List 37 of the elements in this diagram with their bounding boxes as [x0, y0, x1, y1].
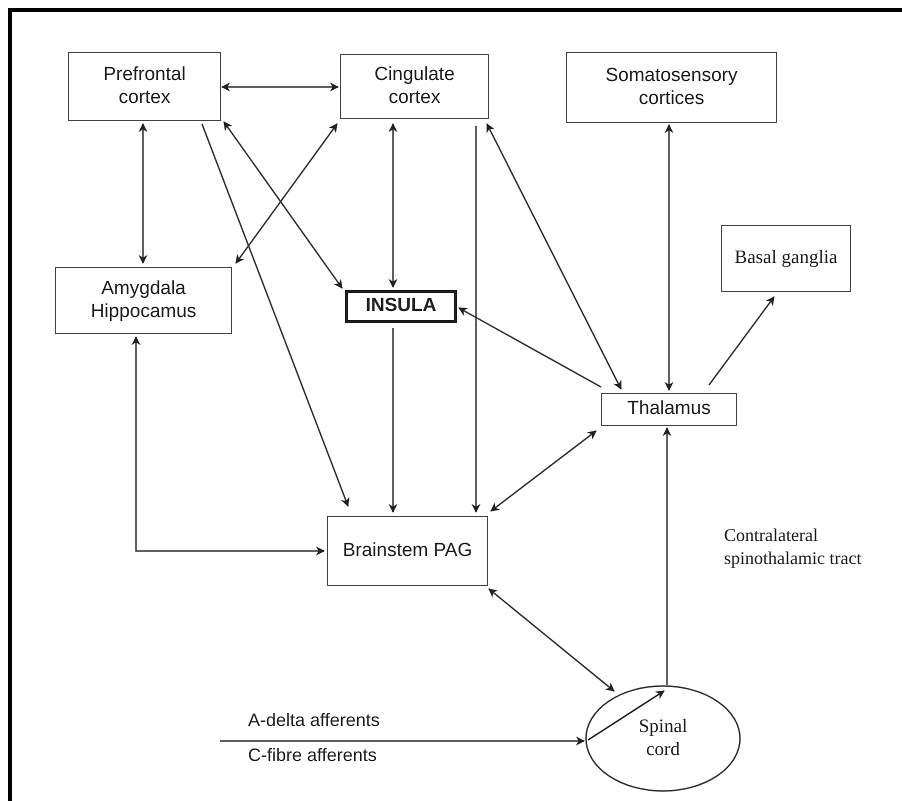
region-label: Brainstem PAG [342, 540, 472, 562]
fibre-label: A-delta afferents [248, 710, 380, 731]
region-label: Spinal cord [638, 716, 688, 762]
region-box [55, 267, 232, 334]
region-box [601, 393, 737, 426]
region-label: Somatosensory cortices [604, 64, 738, 110]
region-label: Amygdala Hippocamus [90, 278, 198, 324]
arrow [223, 121, 343, 289]
region-box [68, 52, 221, 121]
arrow [221, 82, 339, 92]
region-label: Thalamus [627, 398, 711, 421]
fibre-label: C-fibre afferents [248, 745, 377, 766]
arrow [132, 336, 325, 556]
region-box [566, 52, 777, 123]
arrow [490, 430, 597, 512]
arrow [220, 736, 585, 746]
region-label: Basal ganglia [734, 247, 838, 270]
arrow [662, 427, 672, 685]
arrow [486, 123, 622, 390]
arrow [472, 126, 480, 513]
arrow [708, 296, 775, 386]
arrow [235, 123, 338, 264]
arrow [201, 124, 350, 507]
arrow [488, 588, 615, 692]
region-box [721, 225, 851, 292]
arrow [458, 307, 602, 388]
arrow [138, 123, 148, 264]
arrow [664, 124, 674, 391]
arrow [388, 123, 398, 288]
region-label: INSULA [366, 295, 436, 318]
region-box [327, 516, 488, 586]
region-box [340, 54, 489, 119]
spinal-cord-ellipse [585, 685, 741, 792]
arrow [388, 328, 398, 513]
region-label: Cingulate cortex [373, 64, 456, 110]
region-label: Prefrontal cortex [102, 64, 187, 110]
highlighted-region-box [345, 290, 457, 323]
